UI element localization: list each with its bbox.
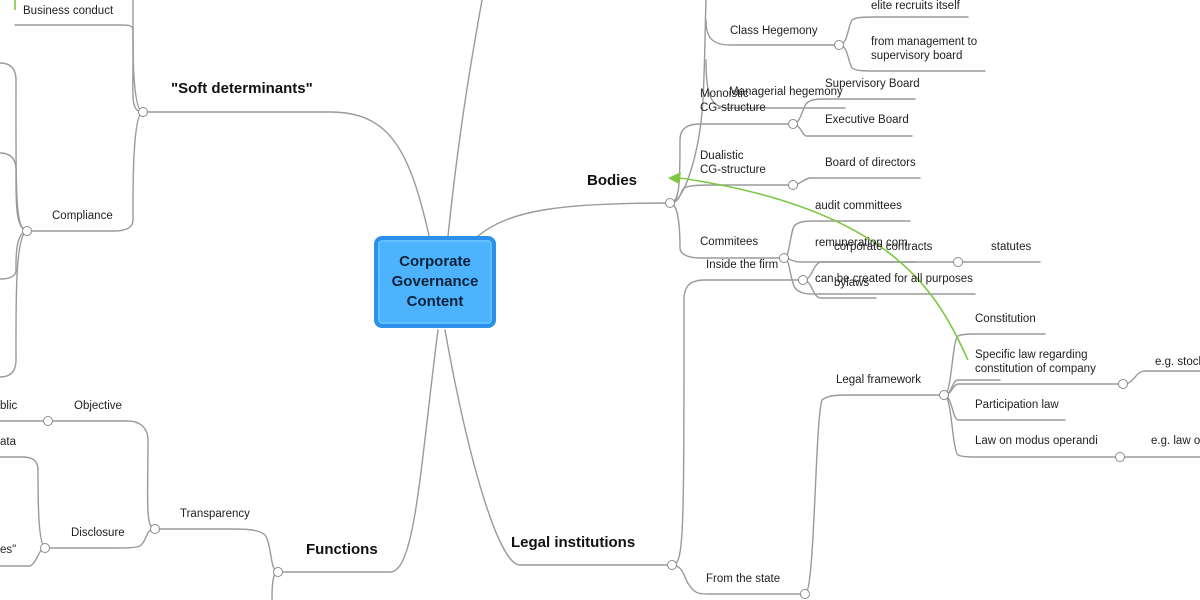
topic-dualistic[interactable]: Dualistic CG-structure xyxy=(700,150,766,176)
link-class-hegemony xyxy=(705,19,840,46)
topic-eg-stock[interactable]: e.g. stock xyxy=(1155,356,1200,368)
collapse-knob[interactable] xyxy=(43,416,53,426)
link-soft-determinants xyxy=(142,111,431,241)
topic-audit-committees[interactable]: audit committees xyxy=(815,200,902,212)
collapse-knob[interactable] xyxy=(779,253,789,263)
topic-corporate-contracts[interactable]: corporate contracts xyxy=(834,241,933,253)
relation-arrow-head xyxy=(668,172,681,184)
topic-law-on-modus[interactable]: Law on modus operandi xyxy=(975,435,1098,447)
collapse-knob[interactable] xyxy=(22,226,32,236)
topic-constitution[interactable]: Constitution xyxy=(975,313,1036,325)
relation-arrow-line xyxy=(679,177,969,361)
link-legal-framework xyxy=(804,394,945,595)
collapse-knob[interactable] xyxy=(1118,379,1128,389)
link-commitees xyxy=(669,202,785,259)
topic-commitees[interactable]: Commitees xyxy=(700,236,759,248)
topic-specific-law[interactable]: Specific law regarding constitution of c… xyxy=(975,349,1096,375)
collapse-knob[interactable] xyxy=(665,198,675,208)
topic-participation-law[interactable]: Participation law xyxy=(975,399,1059,411)
collapse-knob[interactable] xyxy=(798,275,808,285)
link-objective xyxy=(47,420,156,530)
collapse-knob[interactable] xyxy=(788,119,798,129)
collapse-knob[interactable] xyxy=(1115,452,1125,462)
topic-elite-recruits[interactable]: elite recruits itself xyxy=(871,0,960,12)
topic-cut-es[interactable]: es" xyxy=(0,544,17,556)
topic-cut-blic[interactable]: blic xyxy=(0,400,18,412)
link-top-branch xyxy=(447,0,483,237)
branch-functions[interactable]: Functions xyxy=(306,541,378,558)
topic-legal-framework[interactable]: Legal framework xyxy=(836,374,922,386)
branch-soft-determinants[interactable]: "Soft determinants" xyxy=(171,80,313,97)
topic-all-purposes[interactable]: can be created for all purposes xyxy=(815,273,973,285)
collapse-knob[interactable] xyxy=(953,257,963,267)
collapse-knob[interactable] xyxy=(40,543,50,553)
topic-remuneration[interactable]: remuneration com xyxy=(815,237,908,249)
topic-from-management[interactable]: from management to supervisory board xyxy=(871,36,978,62)
topic-executive-board[interactable]: Executive Board xyxy=(825,114,909,126)
link-business-conduct xyxy=(14,24,144,113)
branch-bodies[interactable]: Bodies xyxy=(587,172,638,189)
collapse-knob[interactable] xyxy=(273,567,283,577)
topic-compliance[interactable]: Compliance xyxy=(52,210,113,222)
link-monoistic xyxy=(669,123,794,204)
branch-legal-institutions[interactable]: Legal institutions xyxy=(511,534,636,551)
topic-supervisory-board[interactable]: Supervisory Board xyxy=(825,78,920,90)
topic-board-of-directors[interactable]: Board of directors xyxy=(825,157,916,169)
collapse-knob[interactable] xyxy=(800,589,810,599)
topic-statutes[interactable]: statutes xyxy=(991,241,1032,253)
collapse-knob[interactable] xyxy=(150,524,160,534)
topic-disclosure[interactable]: Disclosure xyxy=(71,527,125,539)
link-from-state xyxy=(671,564,806,595)
collapse-knob[interactable] xyxy=(939,390,949,400)
topic-class-hegemony[interactable]: Class Hegemony xyxy=(730,25,818,37)
link-inside-firm xyxy=(671,279,804,566)
link-bodies xyxy=(477,202,671,237)
link-transparency xyxy=(154,528,279,573)
collapse-knob[interactable] xyxy=(667,560,677,570)
topic-cut-ata[interactable]: ata xyxy=(0,436,16,448)
topic-monoistic[interactable]: Monoistic CG-structure xyxy=(700,88,766,114)
collapse-knob[interactable] xyxy=(834,40,844,50)
topic-eg-law-on[interactable]: e.g. law on xyxy=(1151,435,1200,447)
link-legal-institutions xyxy=(444,329,673,566)
collapse-knob[interactable] xyxy=(788,180,798,190)
topic-objective[interactable]: Objective xyxy=(74,400,122,412)
topic-inside-the-firm[interactable]: Inside the firm xyxy=(706,259,779,271)
topic-from-the-state[interactable]: From the state xyxy=(706,573,781,585)
link-managerial-hegemony xyxy=(705,59,846,109)
central-topic[interactable]: Corporate Governance Content xyxy=(374,236,496,328)
topic-bylaws[interactable]: bylaws xyxy=(834,277,870,289)
topic-managerial-hegemony[interactable]: Managerial hegemony xyxy=(729,86,843,98)
link-functions xyxy=(277,329,439,573)
topic-business-conduct[interactable]: Business conduct xyxy=(23,5,114,17)
topic-transparency[interactable]: Transparency xyxy=(180,508,250,520)
collapse-knob[interactable] xyxy=(138,107,148,117)
link-compliance xyxy=(27,111,144,232)
central-topic-label: Corporate Governance Content xyxy=(391,253,479,310)
link-disclosure xyxy=(45,528,156,549)
